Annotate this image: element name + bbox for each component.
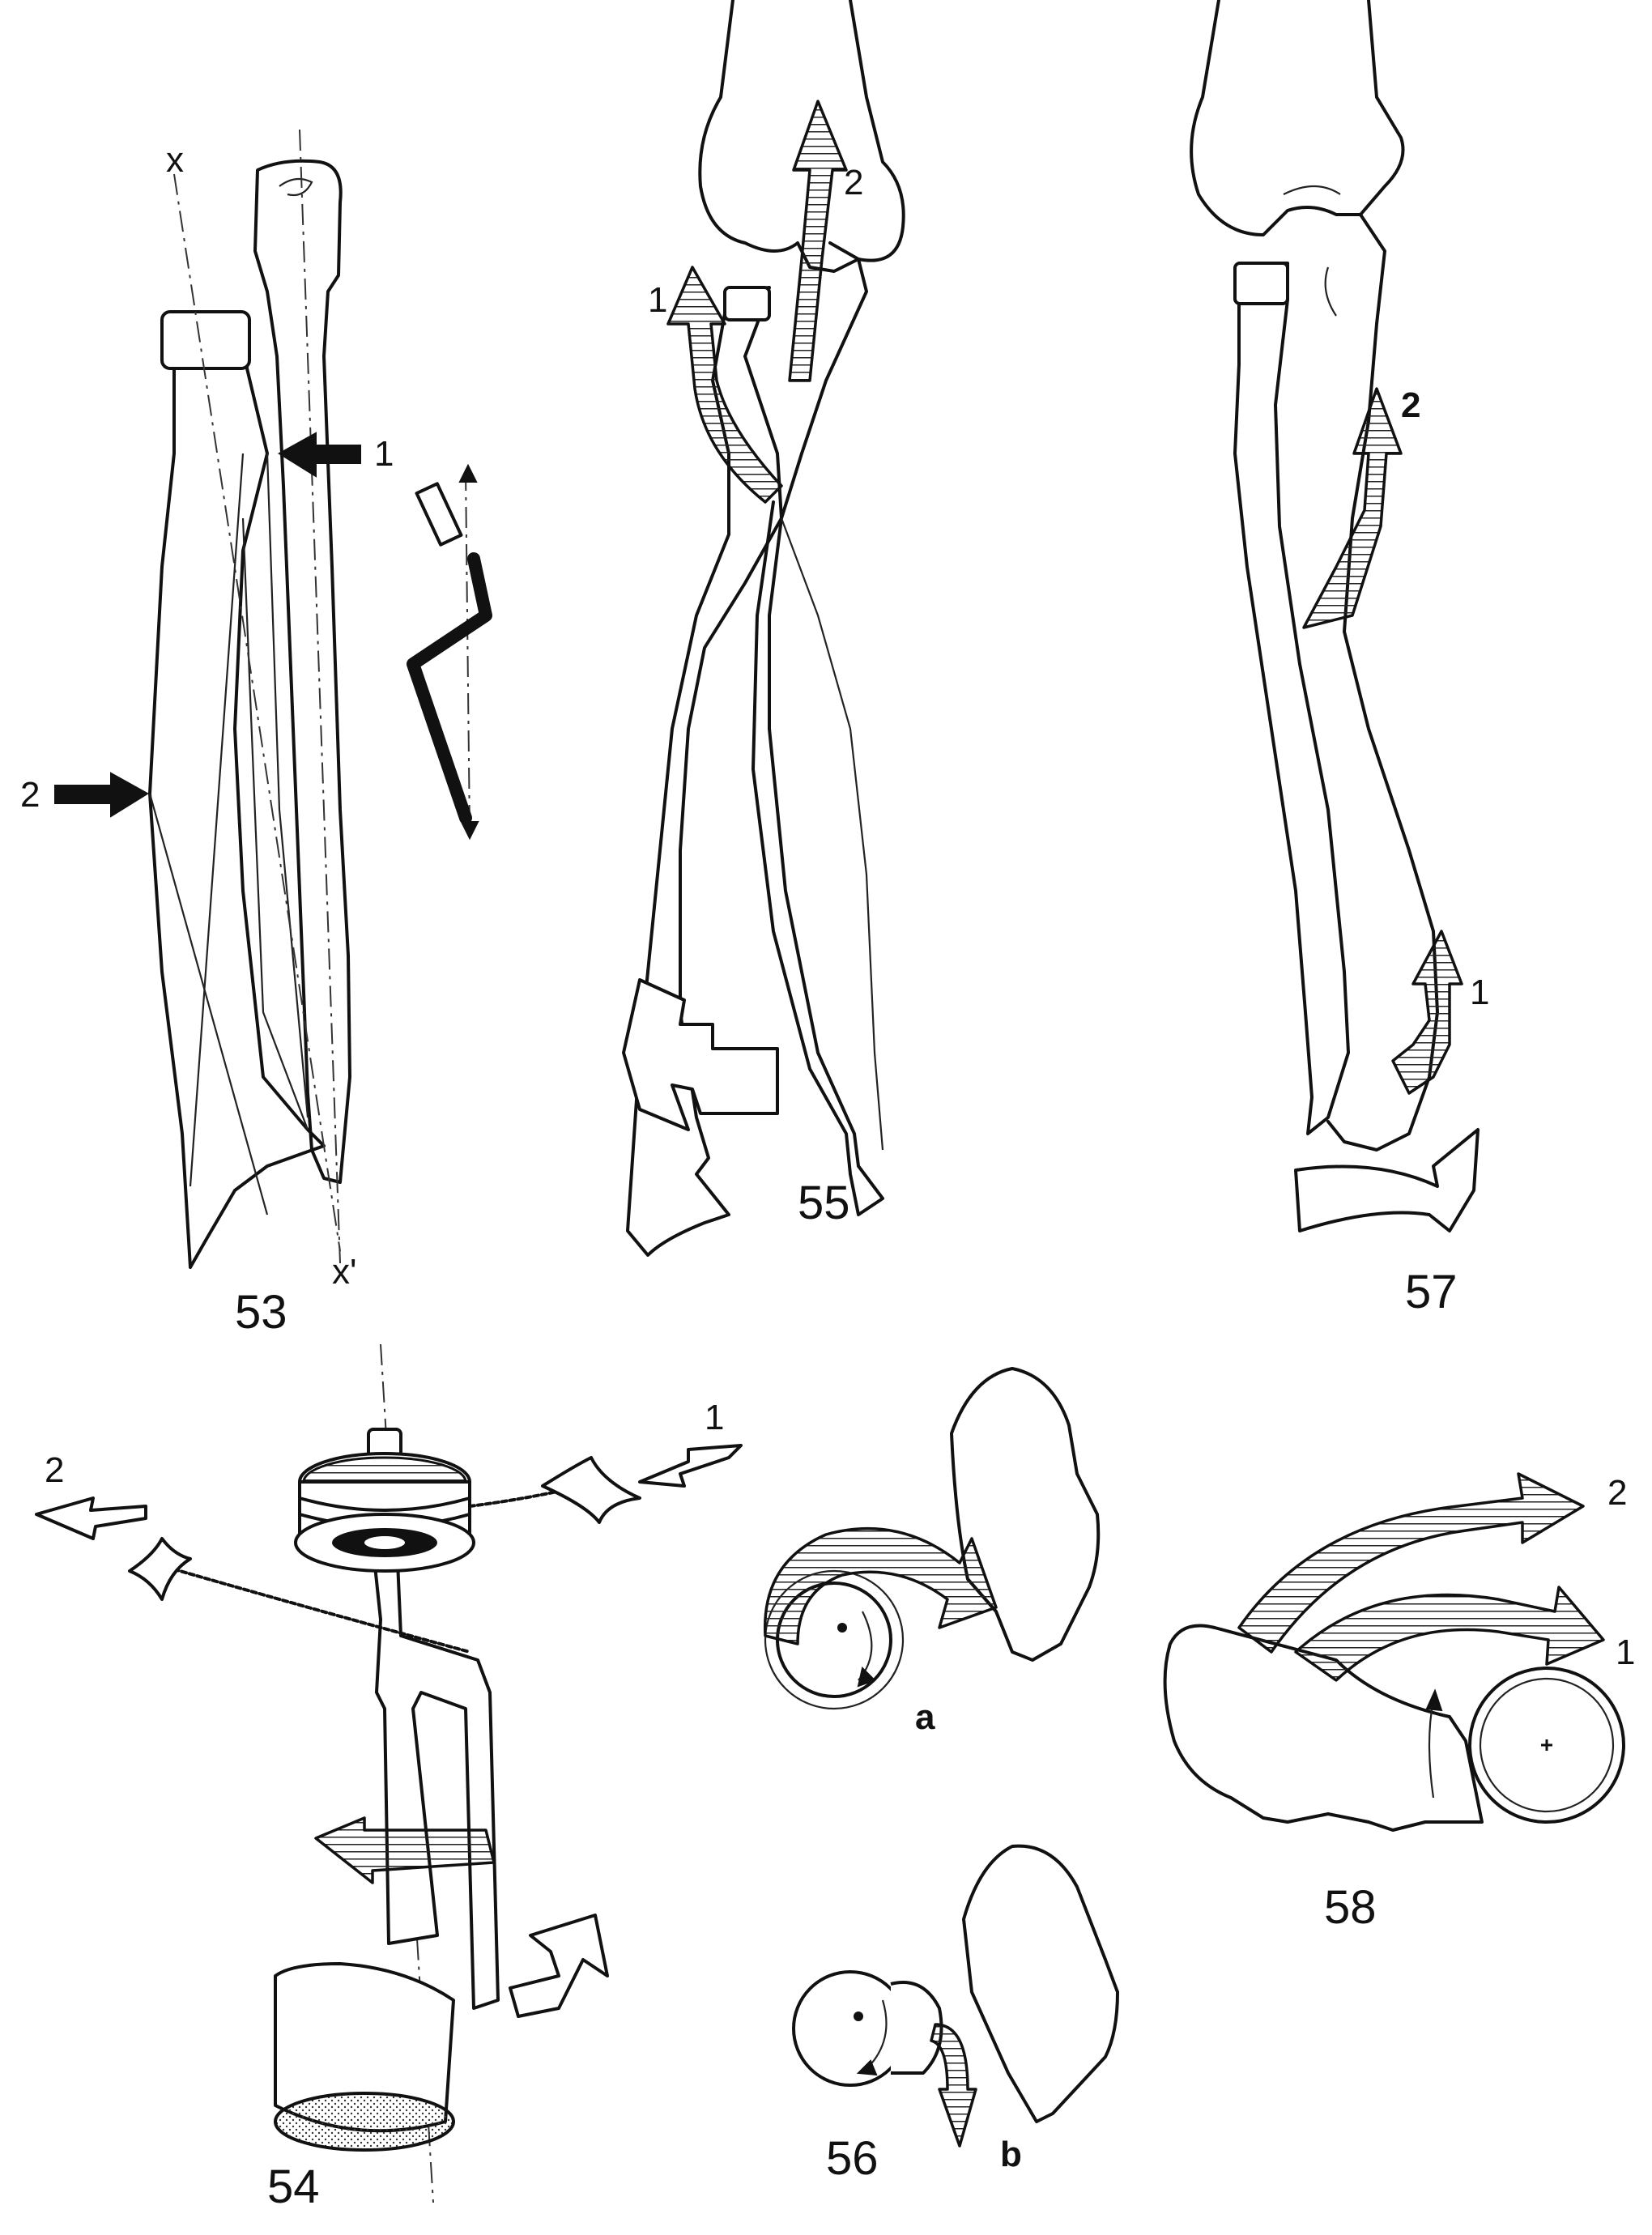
crank-symbol [407, 463, 492, 841]
rotation-arrow-2 [1302, 387, 1403, 629]
pulley [294, 1428, 475, 1573]
radius-outline [626, 286, 783, 1257]
supination-arrow [1294, 1128, 1480, 1232]
panel-b: b [792, 1844, 1119, 2174]
arrow-label-2: 2 [1401, 385, 1420, 425]
ulna-notch-a [950, 1367, 1101, 1662]
radial-head-b [792, 1970, 909, 2087]
rotation-arrow-right [509, 1914, 609, 2018]
force-arrow-2 [54, 772, 149, 818]
toggle-handle-left [128, 1537, 192, 1601]
figure-number-58: 58 [1324, 1881, 1377, 1934]
arrow-label-2: 2 [844, 163, 863, 202]
arrow-label-1: 1 [648, 280, 667, 320]
figure-number-54: 54 [267, 2160, 320, 2213]
rotation-arrow-2 [1237, 1472, 1585, 1654]
pull-arrow-2 [35, 1496, 147, 1540]
radius-outline [1233, 262, 1350, 1135]
figure-54: 1 2 54 [35, 1343, 743, 2213]
toggle-handle-right [541, 1456, 641, 1524]
figure-number-56: 56 [826, 2132, 879, 2185]
humerus-distal [1190, 0, 1405, 236]
rotation-arrow-b [930, 2023, 977, 2148]
axis-line [173, 173, 341, 1252]
rotation-arrow-1 [1391, 930, 1463, 1095]
cylinder-base [274, 2092, 455, 2152]
panel-label-b: b [1000, 2135, 1022, 2174]
figure-number-53: 53 [235, 1286, 287, 1339]
figure-number-57: 57 [1405, 1266, 1458, 1318]
pull-arrow-1 [638, 1444, 743, 1488]
figure-55: 1 2 55 [622, 0, 905, 1257]
rotation-arrow-2 [788, 100, 848, 382]
arrow-label-1: 1 [374, 434, 394, 474]
rotation-arrow-1 [1294, 1586, 1605, 1682]
figure-53: x x' 1 2 53 [20, 129, 492, 1339]
ulna-outline [1326, 213, 1439, 1152]
figure-number-55: 55 [798, 1177, 850, 1229]
crank-shaft [371, 1541, 500, 2010]
arrow-label-1: 1 [705, 1398, 724, 1437]
figure-57: 2 1 57 [1190, 0, 1489, 1318]
humerus-distal [698, 0, 905, 273]
figure-58: 2 1 58 [1163, 1472, 1635, 1934]
arrow-label-2: 2 [1607, 1473, 1627, 1513]
ulna-outline [751, 241, 884, 1216]
ulna-section [1163, 1624, 1484, 1832]
arrow-label-1: 1 [1616, 1633, 1635, 1672]
ulna-notch-b [962, 1844, 1119, 2123]
arrow-label-2: 2 [20, 775, 40, 815]
panel-a: a [763, 1367, 1101, 1737]
rotation-arrow-a [763, 1526, 998, 1645]
panel-label-a: a [915, 1697, 935, 1737]
figure-56: a b 56 [763, 1367, 1119, 2185]
radius-outline [148, 318, 326, 1269]
axis-label-top: x [166, 140, 184, 180]
rotation-arrow-1 [666, 266, 783, 504]
arrow-label-1: 1 [1470, 973, 1489, 1012]
force-arrow-1 [278, 432, 361, 478]
axis-label-bottom: x' [332, 1252, 356, 1292]
pronation-arrow [622, 978, 779, 1131]
rotation-arrow-left [314, 1816, 496, 1884]
arrow-label-2: 2 [45, 1450, 64, 1490]
radius-head [160, 310, 251, 370]
